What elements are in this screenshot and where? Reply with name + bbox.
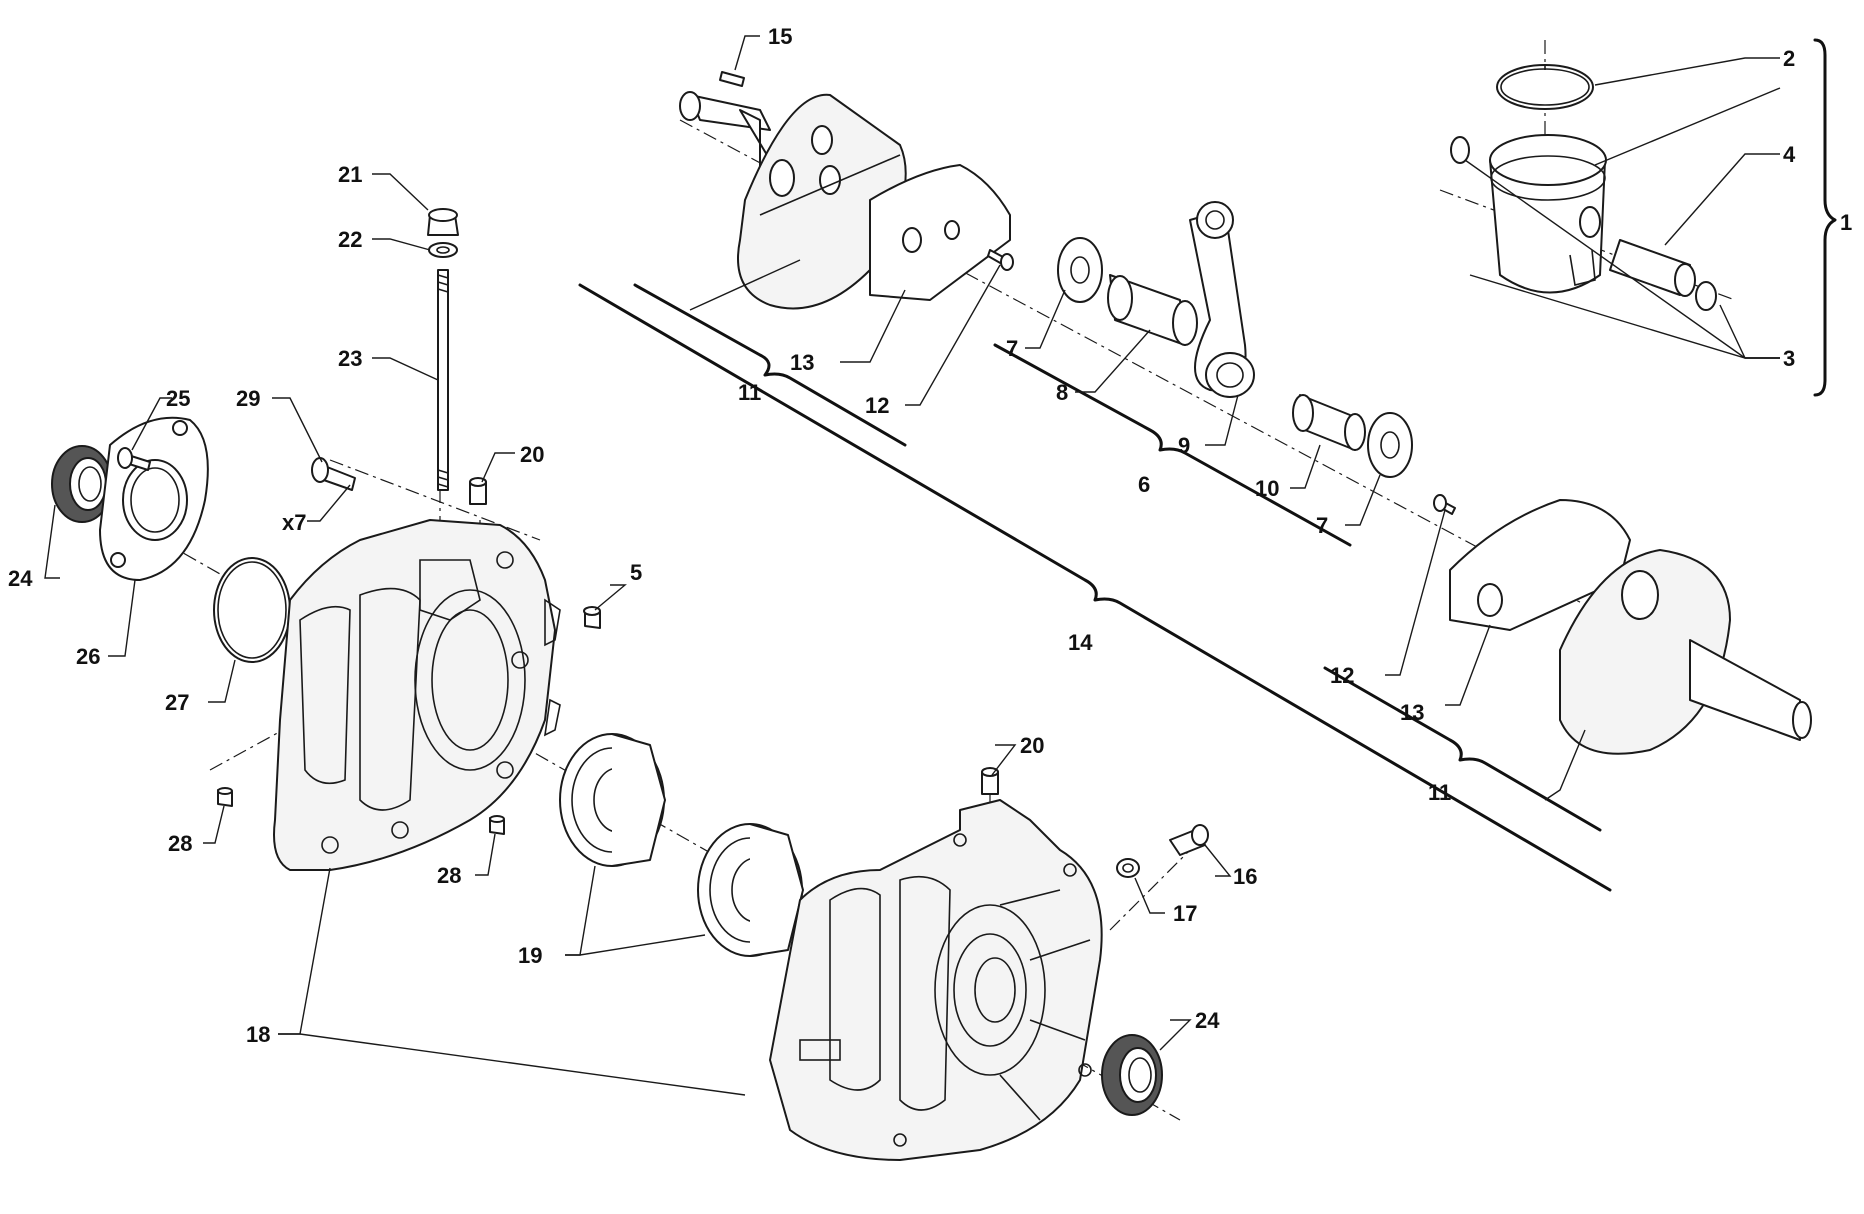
washer-17 bbox=[1116, 858, 1140, 878]
group-1-bracket bbox=[1813, 38, 1837, 397]
bearing-19-left bbox=[559, 733, 666, 867]
crankcase-right-18 bbox=[769, 799, 1103, 1161]
callout-11-left: 11 bbox=[738, 380, 761, 405]
callout-28-left: 28 bbox=[168, 831, 192, 856]
dowel-5 bbox=[583, 606, 601, 629]
dowel-28-left bbox=[217, 787, 233, 807]
flange-26 bbox=[99, 416, 209, 581]
needle-bearing-10 bbox=[1292, 394, 1366, 451]
callout-18: 18 bbox=[246, 1022, 270, 1047]
group-6-bracket bbox=[993, 343, 1352, 547]
group-11-left-bracket bbox=[633, 283, 907, 447]
callout-24-left: 24 bbox=[8, 566, 33, 591]
group-11-right-bracket bbox=[1323, 666, 1602, 832]
o-ring-27 bbox=[213, 557, 291, 663]
callout-2: 2 bbox=[1783, 46, 1795, 71]
crank-pin-8 bbox=[1107, 274, 1198, 346]
callout-29: 29 bbox=[236, 386, 260, 411]
bolt-29 bbox=[311, 457, 356, 491]
callout-8: 8 bbox=[1056, 380, 1068, 405]
screw-12-right bbox=[1433, 494, 1456, 515]
quantity-x7: x7 bbox=[282, 510, 306, 535]
callout-11-right: 11 bbox=[1428, 780, 1451, 805]
callout-20-top: 20 bbox=[520, 442, 544, 467]
callout-19: 19 bbox=[518, 943, 542, 968]
oil-seal-24-right bbox=[1101, 1034, 1163, 1116]
thrust-washer-7-left bbox=[1057, 237, 1103, 303]
screw-12-left bbox=[987, 249, 1014, 271]
callout-12-left: 12 bbox=[865, 393, 889, 418]
callout-9: 9 bbox=[1178, 433, 1190, 458]
group-14-bracket bbox=[578, 283, 1612, 892]
crankshaft-right-half bbox=[1559, 549, 1812, 755]
connecting-rod-9 bbox=[1189, 201, 1255, 398]
oil-seal-24-left bbox=[51, 445, 113, 523]
callout-22: 22 bbox=[338, 227, 362, 252]
bearing-19-right bbox=[697, 823, 804, 957]
thrust-washer-7-right bbox=[1367, 412, 1413, 478]
callout-13-left: 13 bbox=[790, 350, 814, 375]
piston-pin-clip-left bbox=[1450, 136, 1470, 164]
crankcase-left-18 bbox=[273, 519, 561, 871]
callout-17: 17 bbox=[1173, 901, 1197, 926]
callout-28-right: 28 bbox=[437, 863, 461, 888]
callout-labels: 1 2 3 4 5 6 7 7 8 9 10 11 11 12 12 13 13… bbox=[8, 24, 1852, 1047]
fitting-16 bbox=[1169, 824, 1209, 856]
washer-22 bbox=[428, 242, 458, 258]
callout-7-right: 7 bbox=[1316, 513, 1328, 538]
callout-14: 14 bbox=[1068, 630, 1093, 655]
callout-12-right: 12 bbox=[1330, 663, 1354, 688]
callout-15: 15 bbox=[768, 24, 792, 49]
callout-3: 3 bbox=[1783, 346, 1795, 371]
dowel-20-bottom bbox=[981, 767, 999, 795]
callout-6: 6 bbox=[1138, 472, 1150, 497]
callout-4: 4 bbox=[1783, 142, 1796, 167]
crankshaft-key-15 bbox=[719, 71, 745, 87]
leader-lines bbox=[44, 35, 1781, 1096]
stud-23 bbox=[437, 269, 449, 491]
piston-pin-clip-right bbox=[1695, 281, 1717, 311]
callout-7-left: 7 bbox=[1006, 336, 1018, 361]
counterweight-13-left bbox=[869, 164, 1011, 301]
callout-20-bottom: 20 bbox=[1020, 733, 1044, 758]
dowel-20-top bbox=[469, 477, 487, 505]
counterweight-13-right bbox=[1449, 499, 1631, 631]
crankshaft-left-half bbox=[679, 91, 907, 310]
screw-25 bbox=[117, 447, 151, 471]
callout-16: 16 bbox=[1233, 864, 1257, 889]
piston-ring bbox=[1496, 64, 1594, 110]
callout-1: 1 bbox=[1840, 210, 1852, 235]
dowel-28-right bbox=[489, 815, 505, 835]
callout-27: 27 bbox=[165, 690, 189, 715]
callout-23: 23 bbox=[338, 346, 362, 371]
callout-10: 10 bbox=[1255, 476, 1279, 501]
piston bbox=[1489, 134, 1607, 294]
piston-pin bbox=[1609, 239, 1696, 297]
nut-21 bbox=[427, 208, 459, 236]
callout-26: 26 bbox=[76, 644, 100, 669]
callout-21: 21 bbox=[338, 162, 362, 187]
callout-5: 5 bbox=[630, 560, 642, 585]
callout-24-right: 24 bbox=[1195, 1008, 1220, 1033]
callout-25: 25 bbox=[166, 386, 190, 411]
callout-13-right: 13 bbox=[1400, 700, 1424, 725]
